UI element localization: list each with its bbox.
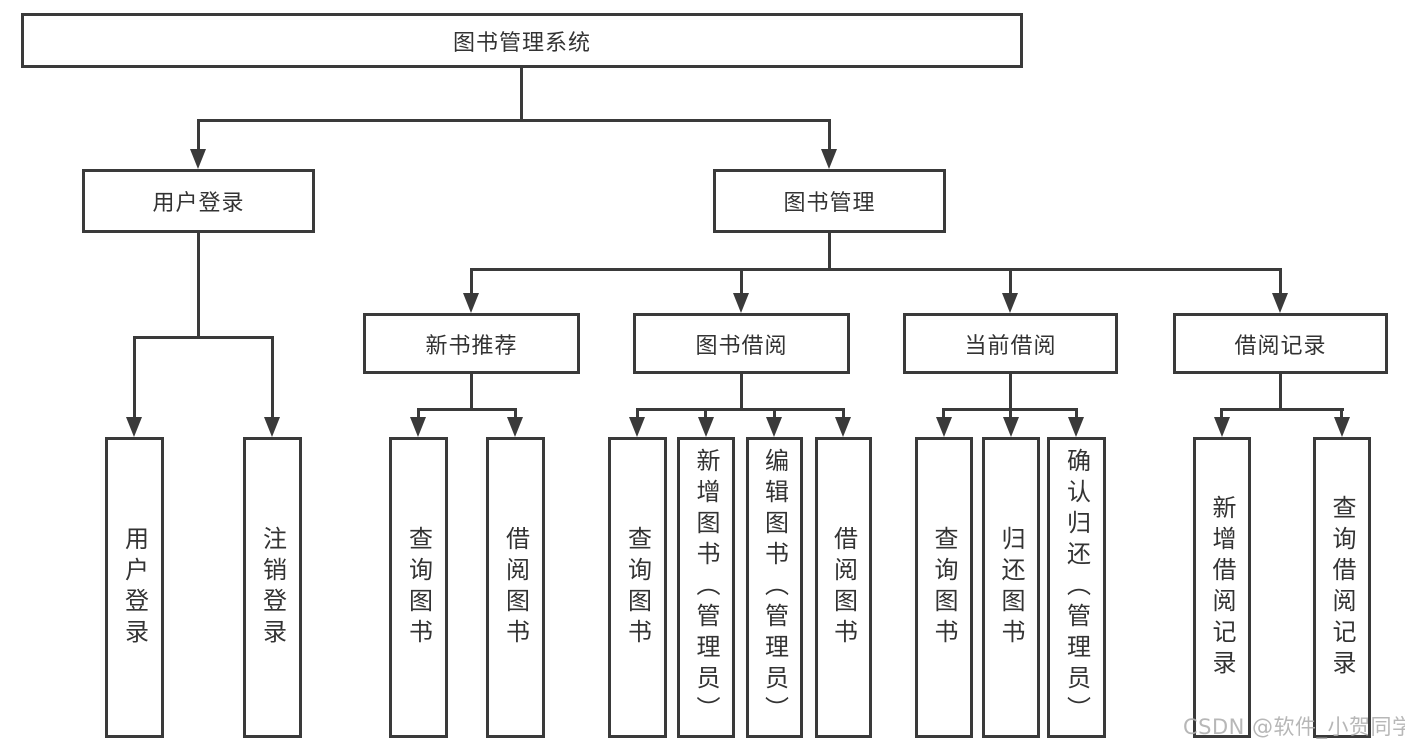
connector-line <box>514 408 517 420</box>
node-label: 图书管理 <box>783 191 876 216</box>
arrow-down-icon <box>766 417 782 437</box>
connector-line <box>704 408 707 420</box>
node-label: 查询图书 <box>404 525 433 650</box>
arrow-down-icon <box>698 417 714 437</box>
arrow-down-icon <box>821 149 837 169</box>
node-label: 借阅图书 <box>501 525 530 650</box>
arrow-down-icon <box>835 417 851 437</box>
node-new-book-recommend: 新书推荐 <box>363 313 580 374</box>
connector-line <box>842 408 845 420</box>
node-leaf-edit-book-admin: 编辑图书（管理员） <box>746 437 803 738</box>
connector-line <box>133 336 136 419</box>
connector-line <box>942 408 945 420</box>
node-book-borrow: 图书借阅 <box>633 313 850 374</box>
arrow-down-icon <box>1334 417 1350 437</box>
connector-line <box>197 119 831 122</box>
connector-line <box>417 408 420 420</box>
connector-line <box>197 119 200 152</box>
connector-line <box>828 119 831 152</box>
connector-line <box>740 374 743 411</box>
node-label: 当前借阅 <box>964 333 1057 359</box>
connector-line <box>828 233 831 271</box>
node-leaf-user-login: 用户登录 <box>105 437 164 738</box>
connector-line <box>470 268 1281 271</box>
arrow-down-icon <box>936 417 952 437</box>
connector-line <box>470 268 473 296</box>
node-root: 图书管理系统 <box>21 13 1023 68</box>
connector-line <box>1220 408 1223 420</box>
connector-line <box>1279 374 1282 411</box>
connector-line <box>271 336 274 419</box>
arrow-down-icon <box>1214 417 1230 437</box>
node-leaf-query-books-current: 查询图书 <box>915 437 973 738</box>
watermark: CSDN @软件_小贺同学 <box>1183 715 1405 739</box>
arrow-down-icon <box>507 417 523 437</box>
connector-line <box>1075 408 1078 420</box>
connector-line <box>636 408 639 420</box>
node-label: 查询借阅记录 <box>1328 494 1356 681</box>
node-leaf-logout: 注销登录 <box>243 437 302 738</box>
node-label: 图书借阅 <box>695 333 788 359</box>
node-label: 确认归还（管理员） <box>1062 448 1091 727</box>
node-leaf-query-books-recommend: 查询图书 <box>389 437 448 738</box>
arrow-down-icon <box>463 293 479 313</box>
connector-line <box>133 336 274 339</box>
connector-line <box>1009 408 1012 420</box>
arrow-down-icon <box>1272 293 1288 313</box>
connector-line <box>1009 374 1012 411</box>
arrow-down-icon <box>733 293 749 313</box>
node-label: 新增图书（管理员） <box>692 448 720 727</box>
node-current-borrow: 当前借阅 <box>903 313 1118 374</box>
node-label: 注销登录 <box>258 525 287 650</box>
node-label: 借阅记录 <box>1234 333 1327 359</box>
connector-line <box>1279 268 1282 296</box>
connector-line <box>1009 268 1012 296</box>
arrow-down-icon <box>264 417 280 437</box>
arrow-down-icon <box>1003 417 1019 437</box>
connector-line <box>520 68 523 122</box>
node-leaf-query-books-borrow: 查询图书 <box>608 437 667 738</box>
node-leaf-add-book-admin: 新增图书（管理员） <box>677 437 735 738</box>
node-label: 查询图书 <box>623 525 652 650</box>
node-leaf-return-book: 归还图书 <box>982 437 1040 738</box>
arrow-down-icon <box>1068 417 1084 437</box>
arrow-down-icon <box>190 149 206 169</box>
node-label: 查询图书 <box>930 525 958 650</box>
connector-line <box>417 408 516 411</box>
node-leaf-confirm-return-admin: 确认归还（管理员） <box>1047 437 1106 738</box>
node-user-login: 用户登录 <box>82 169 315 233</box>
node-leaf-borrow-books-recommend: 借阅图书 <box>486 437 545 738</box>
node-book-management: 图书管理 <box>713 169 946 233</box>
connector-line <box>636 408 845 411</box>
connector-line <box>740 268 743 296</box>
node-leaf-query-borrow-record: 查询借阅记录 <box>1313 437 1371 738</box>
arrow-down-icon <box>126 417 142 437</box>
node-label: 用户登录 <box>152 191 245 216</box>
node-leaf-add-borrow-record: 新增借阅记录 <box>1193 437 1251 738</box>
node-label: 归还图书 <box>997 525 1025 650</box>
arrow-down-icon <box>629 417 645 437</box>
node-root-label: 图书管理系统 <box>452 30 591 56</box>
arrow-down-icon <box>1002 293 1018 313</box>
connector-line <box>197 233 200 336</box>
node-label: 新增借阅记录 <box>1208 494 1236 681</box>
node-leaf-borrow-books: 借阅图书 <box>815 437 872 738</box>
node-borrow-records: 借阅记录 <box>1173 313 1388 374</box>
node-label: 用户登录 <box>120 525 149 650</box>
connector-line <box>1340 408 1343 420</box>
node-label: 编辑图书（管理员） <box>760 448 789 727</box>
connector-line <box>470 374 473 411</box>
connector-line <box>1220 408 1344 411</box>
arrow-down-icon <box>410 417 426 437</box>
node-label: 借阅图书 <box>829 525 858 650</box>
node-label: 新书推荐 <box>425 333 518 359</box>
connector-line <box>773 408 776 420</box>
